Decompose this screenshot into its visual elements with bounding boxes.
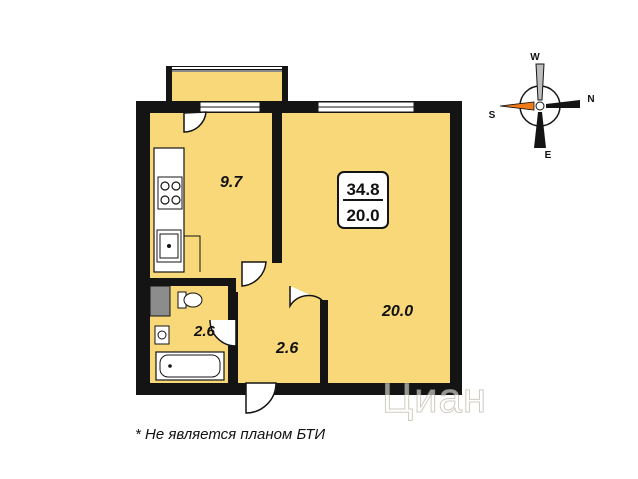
doors: [183, 111, 323, 414]
compass-arrow-west: [535, 63, 545, 101]
compass-south-label: S: [489, 110, 496, 121]
balcony-door: [183, 111, 207, 133]
living-area-value: 20.0: [346, 206, 379, 225]
watermark-logo: Циан: [381, 374, 488, 422]
bathtub: [155, 351, 225, 381]
windows: [199, 101, 415, 113]
kitchen-area-label: 9.7: [220, 174, 243, 191]
stove: [157, 176, 183, 210]
toilet: [177, 291, 203, 309]
compass-east-label: E: [545, 150, 552, 161]
compass-arrow-north: [546, 100, 580, 108]
hallway-area-label: 2.6: [275, 340, 298, 357]
compass-arrow-east: [534, 112, 546, 148]
kitchen-fixtures: [153, 147, 201, 273]
compass-west-label: W: [530, 52, 540, 63]
compass: W E N S: [489, 52, 595, 161]
bathroom-fixtures: [149, 285, 225, 381]
total-area-value: 34.8: [346, 180, 379, 199]
ventilation-shaft: [149, 285, 171, 317]
disclaimer-text: * Не является планом БТИ: [135, 426, 326, 443]
entrance-door: [245, 382, 277, 414]
kitchen-door: [241, 261, 267, 287]
washbasin: [154, 325, 170, 345]
living-room-area-label: 20.0: [381, 303, 413, 320]
compass-north-label: N: [587, 94, 594, 105]
living-room-door: [289, 286, 323, 309]
bathroom-area-label: 2.6: [193, 323, 216, 340]
room-floors: [150, 113, 450, 383]
area-totals-box: 34.8 20.0: [337, 171, 389, 229]
compass-arrow-south: [499, 101, 535, 111]
bathroom-door: [209, 319, 237, 347]
